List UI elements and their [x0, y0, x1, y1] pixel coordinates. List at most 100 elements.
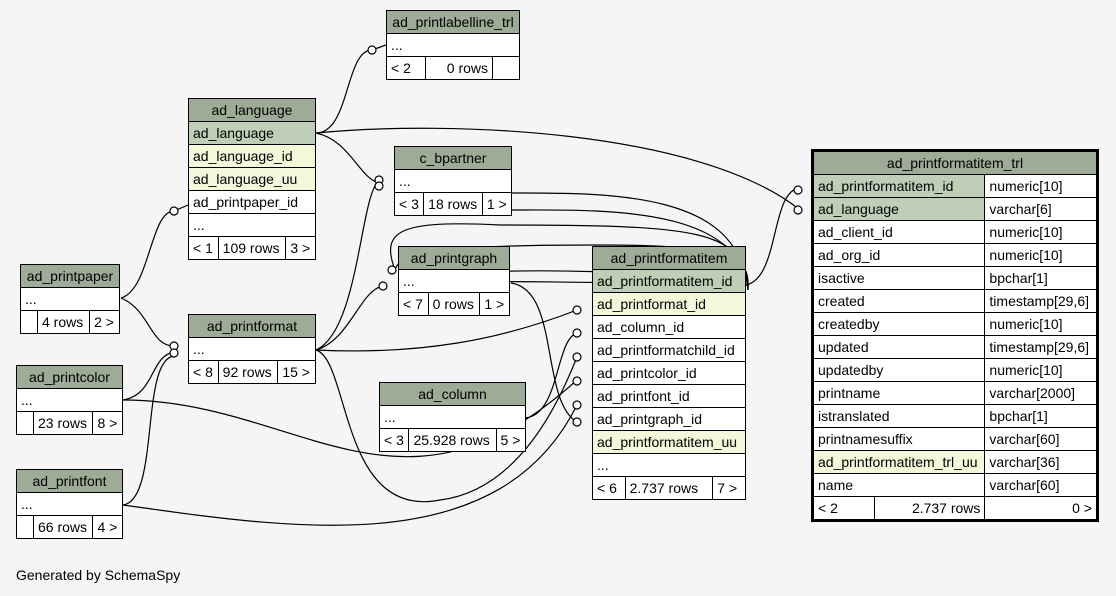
children-count[interactable]: 7 > [712, 476, 746, 500]
column-type: varchar[6] [984, 197, 1098, 221]
column-type: varchar[60] [984, 427, 1098, 451]
parents-count[interactable]: < 7 [398, 292, 429, 316]
column-row: ... [398, 269, 510, 293]
row-count: 23 rows [32, 411, 94, 435]
edge-printfont-printformat [122, 355, 175, 506]
row-count: 18 rows [423, 192, 483, 216]
table-ad_printgraph[interactable]: ad_printgraph ... < 7 0 rows 1 > [398, 246, 510, 316]
parents-count[interactable]: < 2 [386, 56, 426, 80]
table-ad_printcolor[interactable]: ad_printcolor ... 23 rows 8 > [16, 365, 123, 435]
column-row: ad_printfont_id [592, 384, 746, 408]
column-type: varchar[2000] [984, 381, 1098, 405]
table-ad_printlabelline_trl[interactable]: ad_printlabelline_trl ... < 2 0 rows [386, 10, 520, 80]
table-ad_printpaper[interactable]: ad_printpaper ... 4 rows 2 > [20, 264, 120, 334]
footer-generated-by: Generated by SchemaSpy [16, 567, 181, 583]
children-count[interactable]: 5 > [495, 428, 527, 452]
parents-count[interactable] [20, 310, 38, 334]
table-title[interactable]: c_bpartner [394, 146, 512, 170]
table-title[interactable]: ad_printcolor [16, 365, 123, 389]
column-type: numeric[10] [984, 358, 1098, 382]
table-ad_column[interactable]: ad_column ... < 3 25.928 rows 5 > [378, 382, 527, 452]
parents-count[interactable]: < 6 [592, 476, 626, 500]
table-title[interactable]: ad_printformatitem [592, 246, 746, 270]
edge-language-trl [315, 127, 801, 211]
column-row: ... [188, 213, 316, 237]
column-row: ... [16, 388, 123, 412]
column-name: updated [811, 335, 986, 359]
column-row: ... [16, 492, 123, 516]
column-name: createdby [811, 312, 986, 336]
children-count[interactable]: 2 > [89, 310, 120, 334]
parents-count[interactable]: < 8 [188, 360, 219, 384]
column-row: ad_printformatitem_id [592, 269, 746, 293]
edge-printformat-item [315, 309, 578, 352]
parents-count[interactable] [16, 411, 34, 435]
children-count[interactable]: 4 > [92, 515, 123, 539]
row-count: 2.737 rows [624, 476, 714, 500]
table-ad_printformat[interactable]: ad_printformat ... < 8 92 rows 15 > [188, 314, 316, 384]
column-row: ad_language [188, 121, 316, 145]
children-count[interactable]: 1 > [481, 192, 513, 216]
table-title[interactable]: ad_printfont [16, 469, 123, 493]
column-type: bpchar[1] [984, 266, 1098, 290]
table-title[interactable]: ad_printlabelline_trl [386, 10, 520, 34]
column-name: istranslated [811, 404, 986, 428]
parents-count[interactable]: < 3 [393, 192, 425, 216]
column-row: ... [20, 287, 120, 311]
table-title[interactable]: ad_language [188, 98, 316, 122]
parents-count[interactable]: < 2 [812, 496, 875, 521]
column-row: ... [592, 453, 746, 477]
edge-printgraph-item [510, 282, 578, 423]
table-title[interactable]: ad_column [379, 382, 526, 406]
table-ad_language[interactable]: ad_language ad_language ad_language_id a… [188, 98, 316, 260]
column-name: ad_language [811, 197, 986, 221]
column-type: numeric[10] [984, 174, 1098, 198]
column-name: created [811, 289, 986, 313]
column-row: ad_language_id [188, 144, 316, 168]
parents-count[interactable]: < 3 [378, 428, 410, 452]
table-title[interactable]: ad_printgraph [398, 246, 510, 270]
table-title[interactable]: ad_printpaper [20, 264, 120, 288]
children-count[interactable]: 3 > [285, 236, 316, 260]
table-title[interactable]: ad_printformatitem_trl [812, 150, 1098, 175]
parents-count[interactable] [16, 515, 34, 539]
edge-printformat-printgraph [315, 285, 384, 351]
table-c_bpartner[interactable]: c_bpartner ... < 3 18 rows 1 > [393, 146, 513, 216]
column-type: timestamp[29,6] [984, 335, 1098, 359]
children-count[interactable]: 0 > [984, 496, 1098, 521]
column-name: updatedby [811, 358, 986, 382]
edge-printformat-bpartner [315, 179, 381, 351]
children-count[interactable]: 15 > [277, 360, 316, 384]
column-row: ... [386, 33, 520, 57]
parents-count[interactable]: < 1 [188, 236, 219, 260]
table-ad_printfont[interactable]: ad_printfont ... 66 rows 4 > [16, 469, 123, 539]
row-count: 0 rows [427, 292, 481, 316]
children-count[interactable] [492, 56, 520, 80]
edge-printpaper-printformat [120, 297, 175, 347]
column-row: ad_column_id [592, 315, 746, 339]
edge-printformat-itemchild [315, 349, 578, 503]
table-title[interactable]: ad_printformat [188, 314, 316, 338]
column-name: printname [811, 381, 986, 405]
table-ad_printformatitem[interactable]: ad_printformatitem ad_printformatitem_id… [592, 246, 746, 500]
row-count: 109 rows [217, 236, 287, 260]
table-ad_printformatitem_trl[interactable]: ad_printformatitem_trl ad_printformatite… [811, 149, 1099, 522]
edge-language-printlabelline [315, 44, 387, 134]
children-count[interactable]: 1 > [479, 292, 510, 316]
column-row: ad_printgraph_id [592, 407, 746, 431]
edge-printpaper-language [120, 204, 189, 299]
column-row: ad_printcolor_id [592, 361, 746, 385]
column-type: bpchar[1] [984, 404, 1098, 428]
children-count[interactable]: 8 > [92, 411, 123, 435]
